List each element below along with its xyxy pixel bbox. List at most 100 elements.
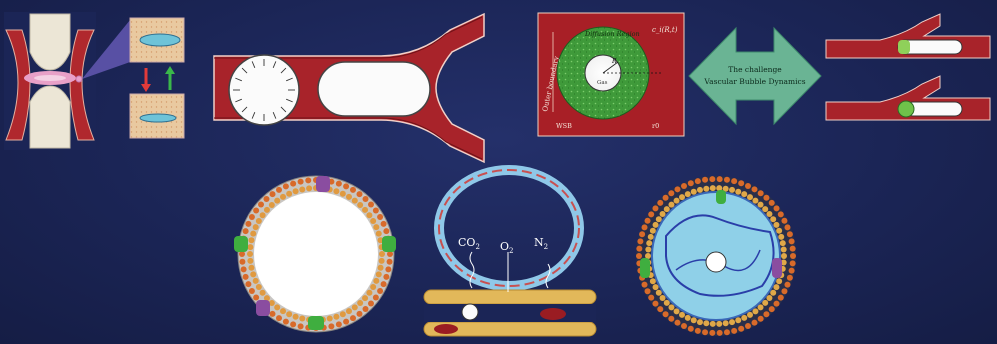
lipid-head	[378, 265, 384, 271]
lipid-head	[773, 284, 779, 290]
lipid-head	[327, 316, 333, 322]
diffusion-region-label: Diffusion Region	[584, 30, 640, 38]
lipid-head	[373, 278, 379, 284]
lipid-head	[774, 205, 780, 211]
lipid-head	[709, 330, 715, 336]
gas-label: Gas	[597, 80, 608, 86]
lipid-head	[328, 323, 334, 329]
lipid-head	[685, 191, 691, 197]
lipid-head	[735, 317, 741, 323]
lipid-head	[346, 308, 352, 314]
lipid-head	[695, 178, 701, 184]
lipid-head	[383, 228, 389, 234]
lipid-head	[253, 278, 259, 284]
lipid-head	[249, 214, 255, 220]
lipid-head	[691, 317, 697, 323]
o2-label: O2	[500, 240, 514, 255]
lipid-head	[674, 308, 680, 314]
lipid-head	[688, 180, 694, 186]
lipid-head	[290, 321, 296, 327]
lipid-head	[270, 191, 276, 197]
lipid-head	[336, 321, 342, 327]
lipid-head	[778, 234, 784, 240]
n2-label: N2	[534, 236, 548, 251]
lipid-head	[663, 195, 669, 201]
lipid-head	[283, 183, 289, 189]
lipid-head	[656, 290, 662, 296]
lipid-head	[724, 177, 730, 183]
lipid-head	[250, 231, 256, 237]
lipid-head	[280, 194, 286, 200]
lipid-head	[685, 315, 691, 321]
lipid-head	[299, 186, 305, 192]
lipid-head	[741, 315, 747, 321]
lipid-head	[688, 326, 694, 332]
lipid-head	[668, 316, 674, 322]
concentration-label: c_i(R,t)	[652, 26, 678, 34]
lipid-head	[377, 214, 383, 220]
lipid-head	[648, 211, 654, 217]
lipid-head	[773, 222, 779, 228]
lipid-head	[385, 266, 391, 272]
lipid-head	[650, 228, 656, 234]
model-panel: Outer boundary Diffusion Region c_i(R,t)…	[538, 13, 684, 136]
lipid-head	[697, 319, 703, 325]
lipid-head	[668, 202, 674, 208]
lipid-head	[702, 177, 708, 183]
lipid-head	[776, 228, 782, 234]
lipid-head	[274, 198, 280, 204]
lipid-head	[758, 316, 764, 322]
lipid-head	[663, 311, 669, 317]
lipid-head	[248, 237, 254, 243]
lipid-head	[738, 180, 744, 186]
lipid-head	[645, 288, 651, 294]
lipid-head	[695, 328, 701, 334]
lipid-head	[778, 211, 784, 217]
lipid-head	[381, 281, 387, 287]
lipid-head	[258, 201, 264, 207]
lipid-head	[280, 308, 286, 314]
lipid-head	[298, 323, 304, 329]
lipid-head	[778, 295, 784, 301]
lipid-head	[645, 247, 651, 253]
lipid-head	[373, 224, 379, 230]
lipid-head	[340, 191, 346, 197]
lipid-head	[283, 319, 289, 325]
lipid-head	[657, 200, 663, 206]
lipid-head	[639, 231, 645, 237]
lipid-head	[679, 312, 685, 318]
lipid-head	[368, 301, 374, 307]
lipid-head	[691, 189, 697, 195]
lipid-head	[383, 274, 389, 280]
lipid-head	[363, 306, 369, 312]
lipid-head	[784, 224, 790, 230]
lipid-head	[747, 312, 753, 318]
lipid-head	[716, 321, 722, 327]
lipid-head	[379, 251, 385, 257]
lipid-head	[340, 311, 346, 317]
lipid-head	[769, 200, 775, 206]
lipid-head	[346, 194, 352, 200]
lipid-head	[702, 329, 708, 335]
protein-green-2	[382, 236, 396, 252]
lipid-head	[256, 284, 262, 290]
lipid-head	[305, 177, 311, 183]
lipid-head	[709, 176, 715, 182]
lipid-head	[745, 183, 751, 189]
lipid-head	[636, 246, 642, 252]
challenge-arrow: The challenge Vascular Bubble Dynamics	[689, 28, 821, 124]
lipid-head	[781, 247, 787, 253]
lipid-head	[646, 240, 652, 246]
lipid-head	[674, 198, 680, 204]
lipid-head	[660, 295, 666, 301]
lipid-head	[336, 181, 342, 187]
lipid-head	[276, 315, 282, 321]
lipid-coated-bubble	[234, 176, 396, 332]
lipid-head	[675, 186, 681, 192]
lipid-head	[780, 240, 786, 246]
radius-label: R	[611, 58, 617, 65]
lipid-head	[250, 271, 256, 277]
cell-network	[636, 176, 796, 336]
lipid-head	[333, 314, 339, 320]
lipid-head	[260, 212, 266, 218]
